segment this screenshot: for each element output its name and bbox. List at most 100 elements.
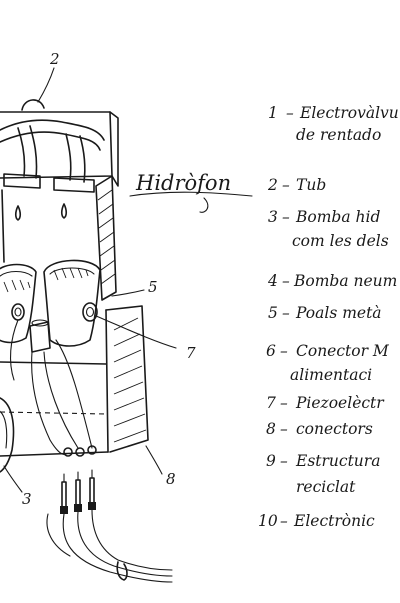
svg-text:3: 3: [268, 208, 278, 226]
svg-text:–: –: [282, 304, 290, 322]
legend-item: 8 – conectors: [266, 420, 373, 438]
svg-text:de rentado: de rentado: [296, 126, 381, 144]
svg-text:com les dels: com les dels: [292, 232, 389, 250]
base-top-edge: [0, 361, 107, 365]
top-knob: [21, 99, 45, 111]
svg-text:–: –: [282, 176, 290, 194]
jack-plug-1: [60, 473, 68, 514]
legend-item: 3 – Bomba hid com les dels: [268, 208, 389, 250]
legend-item: 1 – Electrovàlvu de rentado: [268, 104, 399, 144]
tube-upper: [0, 119, 105, 141]
base-hidden-line: [0, 411, 107, 415]
water-drop-left: [14, 205, 22, 221]
base-front-right-edge: [105, 309, 109, 453]
svg-text:Tub: Tub: [296, 176, 326, 194]
piezo-right: [82, 302, 98, 322]
svg-text:Electrovàlvu: Electrovàlvu: [299, 104, 399, 122]
leader-7: [95, 315, 177, 349]
svg-text:Bomba hid: Bomba hid: [295, 208, 380, 226]
wire-4: [9, 319, 19, 381]
piezo-left: [11, 303, 25, 321]
svg-text:–: –: [280, 394, 288, 412]
svg-text:Estructura: Estructura: [295, 452, 380, 470]
bowl-left: [0, 263, 37, 344]
cable-tie: [116, 561, 128, 581]
pump-cylinder: [0, 397, 15, 473]
base-connector-1: [63, 447, 73, 457]
tube-drop-right: [65, 133, 72, 181]
wire-1: [31, 351, 67, 455]
top-housing: [0, 111, 113, 179]
legend-item: 7 – Piezoelèctr: [266, 394, 385, 412]
tube-drop-right-2: [79, 135, 86, 183]
svg-text:4: 4: [267, 272, 278, 290]
bowl-left-texture: [3, 279, 31, 293]
base-connector-3: [87, 445, 97, 455]
legend-item: 6 – Conector M alimentaci: [266, 342, 390, 384]
base-bottom-edge: [0, 451, 109, 457]
jack-plug-3: [88, 469, 96, 510]
column-hatching: [97, 189, 116, 285]
top-housing-side: [109, 111, 119, 187]
svg-text:–: –: [282, 272, 290, 290]
title-flourish: [199, 197, 209, 213]
svg-text:1: 1: [268, 104, 278, 122]
valve-block-left: [3, 173, 41, 189]
cable-2: [77, 511, 173, 577]
page-title: Hidròfon: [135, 171, 231, 195]
svg-text:–: –: [280, 420, 288, 438]
bowl-right-texture: [53, 267, 89, 281]
valve-block-right: [53, 177, 95, 193]
svg-text:Bomba neum: Bomba neum: [293, 272, 397, 290]
wire-3: [55, 339, 93, 449]
bowl-left-rim: [0, 270, 33, 277]
svg-text:–: –: [282, 208, 290, 226]
svg-text:6: 6: [266, 342, 276, 360]
connector-box: [29, 321, 51, 353]
callout-8: 8: [166, 470, 176, 488]
title-underline: [129, 191, 253, 197]
callout-2: 2: [49, 50, 60, 68]
svg-text:Electrònic: Electrònic: [293, 512, 375, 530]
title-group: Hidròfon: [129, 171, 253, 213]
leader-3: [3, 465, 23, 493]
tube-lower: [0, 131, 101, 151]
svg-text:reciclat: reciclat: [296, 478, 356, 496]
callout-7: 7: [186, 344, 196, 362]
svg-text:9: 9: [266, 452, 276, 470]
legend-item: 2 – Tub: [267, 176, 326, 194]
legend-item: 9 – Estructura reciclat: [266, 452, 380, 496]
svg-text:Conector M: Conector M: [296, 342, 390, 360]
svg-text:–: –: [280, 342, 288, 360]
bowl-right: [43, 259, 101, 347]
callout-3: 3: [22, 490, 32, 508]
svg-text:10: 10: [258, 512, 278, 530]
svg-text:–: –: [280, 452, 288, 470]
legend-item: 5 – Poals metà: [268, 304, 382, 322]
base-connector-2: [75, 447, 85, 457]
device-drawing: 2 5 7 3 8: [0, 50, 196, 583]
svg-text:–: –: [286, 104, 294, 122]
legend-item: 4 – Bomba neum: [267, 272, 397, 290]
leader-5: [111, 289, 145, 297]
svg-text:–: –: [280, 512, 288, 530]
callout-5: 5: [148, 278, 158, 296]
leader-8: [145, 445, 163, 475]
svg-text:Poals metà: Poals metà: [295, 304, 382, 322]
svg-text:8: 8: [266, 420, 276, 438]
jack-plug-2: [74, 471, 82, 512]
svg-text:conectors: conectors: [296, 420, 373, 438]
water-drop-right: [60, 203, 68, 219]
legend-item: 10 – Electrònic: [258, 512, 375, 530]
cable-3: [91, 509, 173, 571]
structure-column: [95, 175, 117, 301]
cable-1: [62, 513, 173, 583]
tube-drop-left-2: [29, 125, 38, 179]
bowl-right-rim: [49, 267, 95, 275]
wire-2: [43, 351, 79, 449]
svg-text:5: 5: [268, 304, 278, 322]
tube-drop-left: [17, 127, 26, 177]
cable-4: [46, 513, 71, 557]
leader-2: [37, 67, 55, 103]
